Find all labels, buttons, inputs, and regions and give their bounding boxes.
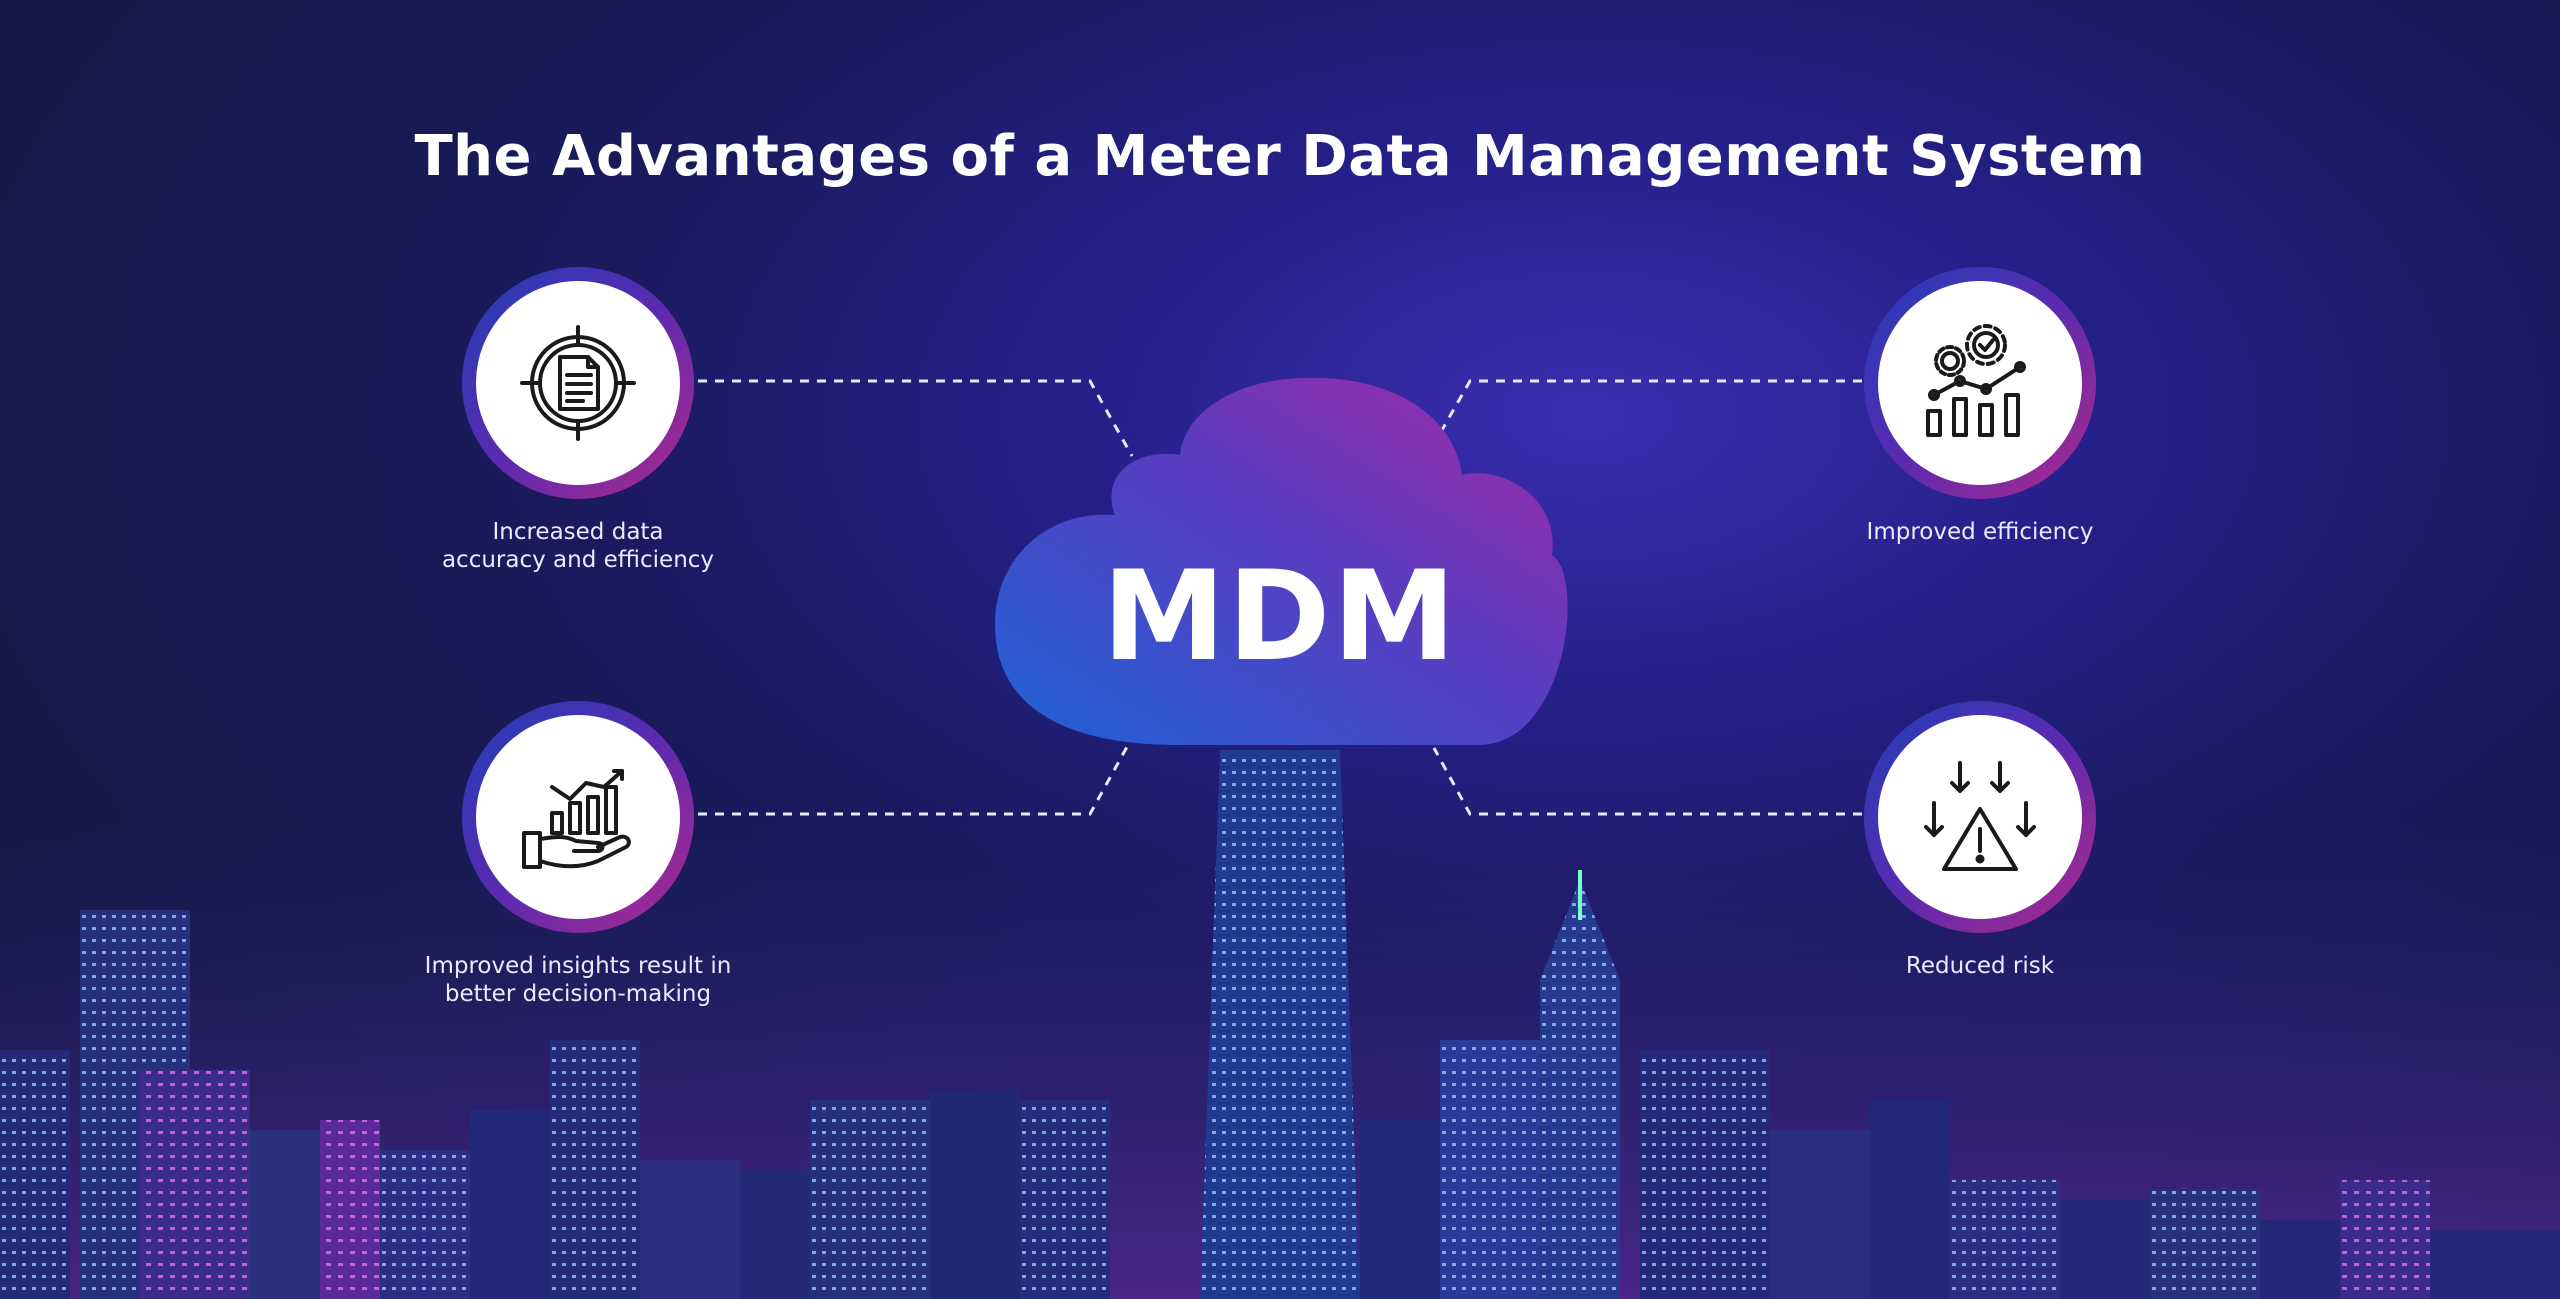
benefit-label-reduced-risk: Reduced risk: [1905, 953, 2055, 979]
benefit-badge-efficiency: [1864, 267, 2096, 499]
connector-top-left: [698, 379, 1134, 457]
badge-disc: [1878, 281, 2082, 485]
document-target-icon: [520, 325, 636, 441]
city-skyline: [0, 750, 2560, 1299]
benefit-label-data-accuracy: Increased data accuracy and efficiency: [441, 519, 715, 573]
benefit-label-insights: Improved insights result in better decis…: [424, 953, 732, 1007]
connector-top-right: [1432, 379, 1862, 445]
badge-disc: [1878, 715, 2082, 919]
hand-chart-icon: [522, 769, 631, 869]
warning-arrows-icon: [1924, 761, 2036, 871]
page-title: The Advantages of a Meter Data Managemen…: [414, 123, 2146, 189]
connector-lines: [698, 379, 1862, 816]
mdm-cloud-label: MDM: [1102, 545, 1458, 689]
gears-chart-icon: [1926, 324, 2026, 437]
benefit-badge-data-accuracy: [462, 267, 694, 499]
benefit-badge-reduced-risk: [1864, 701, 2096, 933]
connector-bottom-left: [698, 744, 1130, 816]
connector-bottom-right: [1432, 747, 1862, 816]
mdm-cloud-shape: [995, 377, 1568, 745]
benefit-badge-insights: [462, 701, 694, 933]
benefit-label-efficiency: Improved efficiency: [1866, 519, 2094, 545]
